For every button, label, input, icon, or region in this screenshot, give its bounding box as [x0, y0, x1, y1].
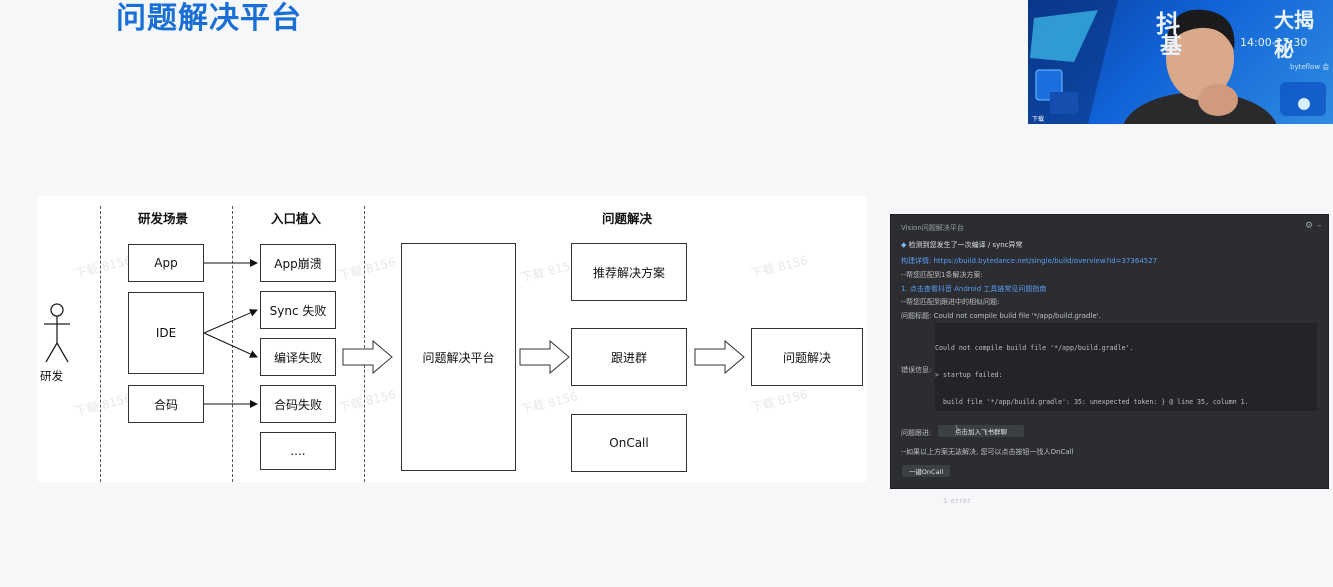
- follow-label: 问题跟进:: [901, 429, 932, 437]
- scene-merge: 合码: [128, 385, 204, 423]
- code-line: Could not compile build file '*/app/buil…: [935, 344, 1134, 352]
- similar-issues-text: --帮您匹配到跟进中的相似问题:: [901, 298, 1000, 306]
- oncall-button[interactable]: 一键OnCall: [902, 465, 950, 477]
- actor-label: 研发: [40, 369, 63, 383]
- header-solve: 问题解决: [602, 211, 653, 226]
- webcam-scene-graphic: [1028, 0, 1326, 124]
- webcam-tag: byteflow 会: [1290, 63, 1330, 71]
- webcam-time: 14:00-17:30: [1240, 36, 1308, 49]
- platform-box: 问题解决平台: [401, 243, 516, 471]
- matched-solutions-text: --帮您匹配到1条解决方案:: [901, 271, 983, 279]
- entry-sync-fail: Sync 失败: [260, 291, 336, 329]
- build-detail-link[interactable]: https://build.bytedance.net/single/build…: [933, 257, 1158, 265]
- ide-window-title: Vision问题解决平台: [901, 224, 964, 232]
- solution-link[interactable]: 1. 点击查看抖音 Android 工具链常见问题指南: [901, 285, 1047, 293]
- minimize-icon[interactable]: –: [1317, 221, 1322, 231]
- dashed-separator: [232, 206, 233, 482]
- diagram-connectors: [44, 259, 745, 408]
- result-box: 问题解决: [751, 328, 863, 386]
- entry-more: ....: [260, 432, 336, 470]
- issue-title-value: Could not compile build file '*/app/buil…: [933, 312, 1101, 320]
- issue-title-row: 问题标题: Could not compile build file '*/ap…: [901, 311, 1101, 321]
- build-detail-label: 构建详情:: [901, 257, 932, 265]
- code-line: }: [935, 425, 959, 433]
- entry-compile-fail: 编译失败: [260, 338, 336, 376]
- user-actor-icon: [44, 303, 70, 363]
- detected-message: ◆ 检测到您发生了一次编译 / sync异常: [901, 240, 1023, 250]
- entry-app-crash: App崩溃: [260, 244, 336, 282]
- vision-logo-icon: ◆: [901, 241, 907, 249]
- webcam-banner-text-2: 大揭秘: [1274, 8, 1314, 61]
- issue-title-label: 问题标题:: [901, 312, 932, 320]
- webcam-banner-text-1: 抖: [1156, 10, 1180, 38]
- detected-text: 检测到您发生了一次编译 / sync异常: [908, 241, 1023, 249]
- entry-merge-fail: 合码失败: [260, 385, 336, 423]
- slide-title: 问题解决平台: [116, 1, 302, 36]
- error-code-block: Could not compile build file '*/app/buil…: [935, 323, 1317, 505]
- dashed-separator: [364, 206, 365, 482]
- header-entry: 入口植入: [271, 211, 322, 226]
- scene-ide: IDE: [128, 292, 204, 374]
- dashed-separator: [100, 206, 101, 482]
- code-line: build file '*/app/build.gradle': 35: une…: [935, 398, 1249, 406]
- error-info-label: 错误信息:: [901, 366, 932, 374]
- join-group-button[interactable]: 点击加入飞书群聊: [938, 425, 1024, 437]
- build-detail-row: 构建详情: https://build.bytedance.net/single…: [901, 256, 1157, 266]
- scene-app: App: [128, 244, 204, 282]
- code-line: ^: [935, 452, 959, 460]
- header-scenes: 研发场景: [138, 211, 189, 226]
- solution-oncall: OnCall: [571, 414, 687, 472]
- webcam-mute-label: 下载: [1032, 116, 1045, 123]
- fallback-text: --如果以上方案无法解决, 您可以点击按钮一找人OnCall: [901, 448, 1074, 456]
- code-line: > startup failed:: [935, 371, 1003, 379]
- solution-follow-group: 跟进群: [571, 328, 687, 386]
- diagram-card: 下载 8156 下载 8156 下载 8156 下载 8156 下载 8156 …: [38, 196, 866, 482]
- webcam-video: 抖 大揭秘 基 14:00-17:30 byteflow 会 下载: [1028, 0, 1333, 124]
- webcam-banner-text-3: 基: [1160, 34, 1183, 59]
- code-line: 1 error: [935, 497, 971, 505]
- gear-icon[interactable]: ⚙: [1305, 221, 1314, 231]
- solution-recommend: 推荐解决方案: [571, 243, 687, 301]
